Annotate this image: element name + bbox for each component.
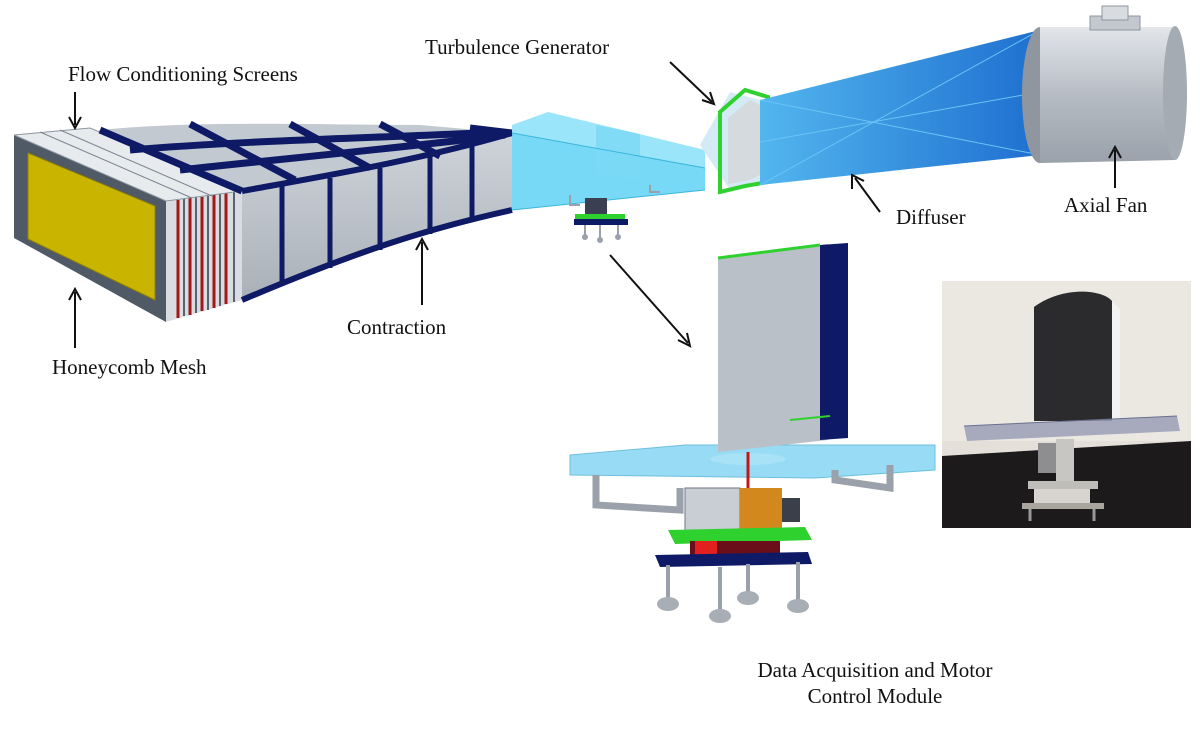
blade bbox=[718, 244, 828, 452]
label-honeycomb-mesh: Honeycomb Mesh bbox=[52, 355, 207, 379]
label-contraction: Contraction bbox=[347, 315, 447, 339]
label-axial-fan: Axial Fan bbox=[1064, 193, 1148, 217]
arrow-flow-screens bbox=[68, 92, 82, 131]
flow-conditioning-screens bbox=[13, 127, 244, 322]
prototype-photo bbox=[942, 281, 1191, 528]
label-daq-line2: Control Module bbox=[807, 684, 943, 708]
contraction-wall bbox=[242, 133, 512, 300]
label-daq-line1: Data Acquisition and Motor bbox=[757, 658, 993, 682]
arrow-diffuser bbox=[851, 173, 881, 213]
label-turbulence-generator: Turbulence Generator bbox=[425, 35, 610, 59]
test-section-mount bbox=[569, 185, 660, 243]
data-acquisition-module-render bbox=[569, 243, 936, 623]
callout-arrows bbox=[68, 61, 1122, 348]
arrow-enlarged-view bbox=[609, 254, 692, 348]
honeycomb-mesh bbox=[27, 152, 156, 301]
axial-fan bbox=[1022, 5, 1187, 163]
diffuser bbox=[759, 29, 1041, 186]
arrow-contraction bbox=[415, 236, 429, 305]
arrow-honeycomb bbox=[68, 286, 82, 348]
test-section bbox=[511, 112, 706, 243]
contraction-section bbox=[98, 120, 513, 303]
turbulence-generator bbox=[700, 87, 770, 195]
label-diffuser: Diffuser bbox=[896, 205, 966, 229]
label-flow-conditioning-screens: Flow Conditioning Screens bbox=[68, 62, 298, 86]
arrow-turbulence-generator bbox=[669, 61, 716, 106]
arrow-axial-fan bbox=[1108, 144, 1122, 188]
inlet-section bbox=[13, 127, 244, 322]
